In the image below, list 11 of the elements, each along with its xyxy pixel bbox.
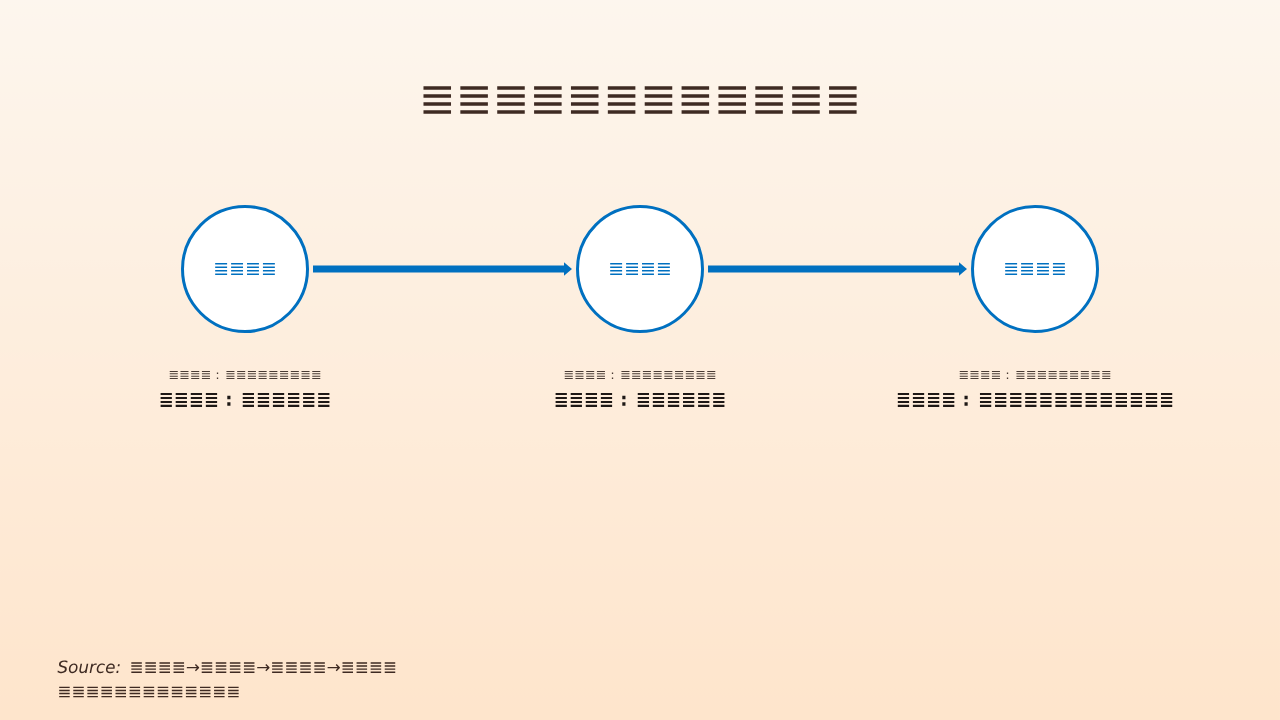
node-caption: ≣≣≣≣ : ≣≣≣≣≣≣ xyxy=(160,393,330,407)
node-caption: ≣≣≣≣ : ≣≣≣≣≣≣≣≣≣ xyxy=(564,371,716,380)
circle-node: ≣≣≣≣ xyxy=(181,205,309,333)
node-caption: ≣≣≣≣ : ≣≣≣≣≣≣≣≣≣ xyxy=(169,371,321,380)
node-caption: ≣≣≣≣ : ≣≣≣≣≣≣ xyxy=(555,393,725,407)
title: ≣≣≣≣≣≣≣≣≣≣≣≣ xyxy=(423,86,857,114)
source-note: Source: ≣≣≣≣→≣≣≣≣→≣≣≣≣→≣≣≣≣ ≣≣≣≣≣≣≣≣≣≣≣≣≣ xyxy=(57,660,396,698)
circle-node: ≣≣≣≣ xyxy=(576,205,704,333)
node-caption: ≣≣≣≣ : ≣≣≣≣≣≣≣≣≣≣≣≣≣ xyxy=(897,393,1173,407)
node-caption: ≣≣≣≣ : ≣≣≣≣≣≣≣≣≣ xyxy=(959,371,1111,380)
circle-node: ≣≣≣≣ xyxy=(971,205,1099,333)
